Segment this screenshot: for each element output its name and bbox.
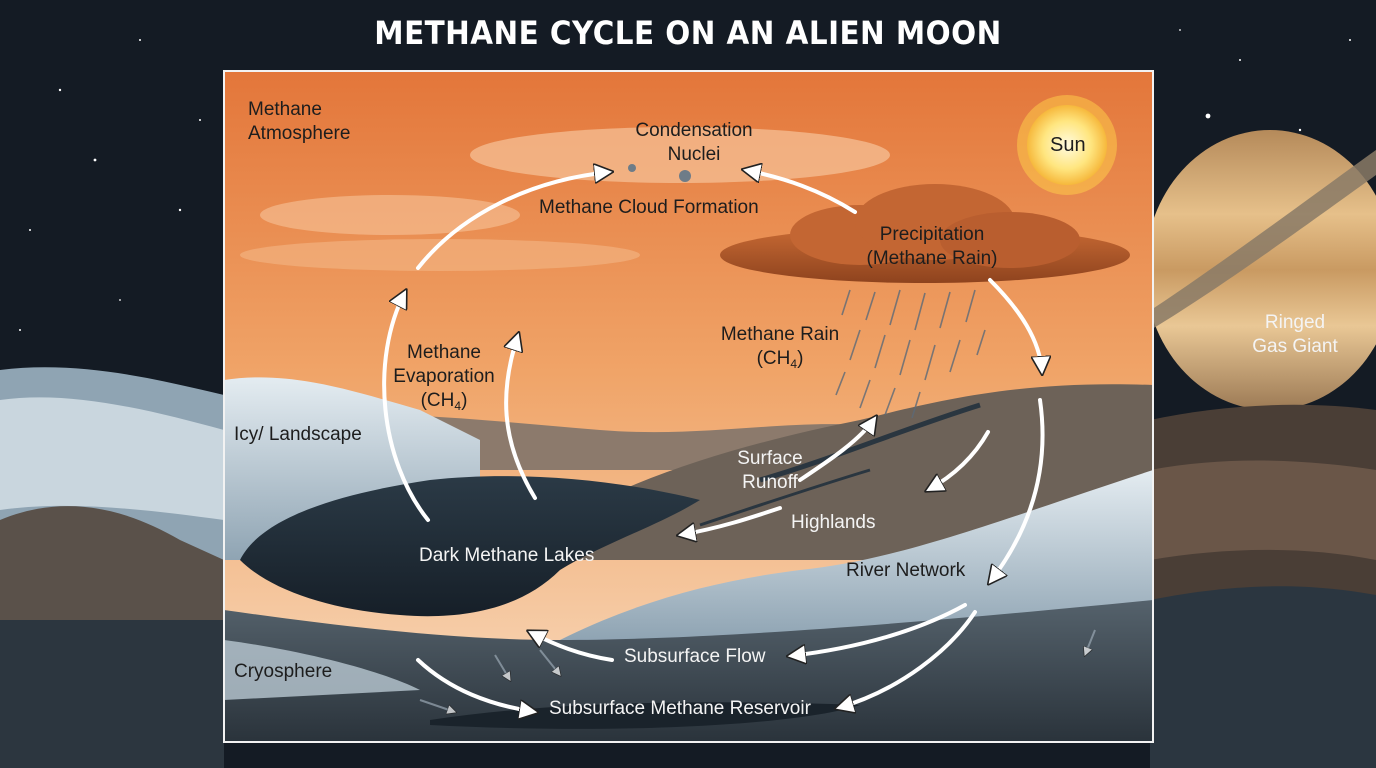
subsurface-flow-right-arrow xyxy=(790,603,967,656)
evaporation-arrow-left xyxy=(382,292,430,522)
runoff-to-highlands-arrow xyxy=(928,430,990,490)
label-subsurface-flow: Subsurface Flow xyxy=(624,646,766,667)
formula-text: ) xyxy=(797,348,804,369)
nucleus-dot xyxy=(628,164,636,172)
label-line: Atmosphere xyxy=(248,123,351,144)
label-icy-landscape: Icy/ Landscape xyxy=(234,424,362,445)
formula-subscript: 4 xyxy=(790,357,798,371)
precipitation-down-arrow xyxy=(988,278,1042,372)
formula: (CH4) xyxy=(700,347,860,372)
evaporation-arrow-inner xyxy=(506,335,537,500)
rain-streaks xyxy=(835,289,986,419)
label-methane-rain: Methane Rain (CH4) xyxy=(700,323,860,372)
label-precipitation: Precipitation (Methane Rain) xyxy=(852,223,1012,271)
outer-terrain xyxy=(0,367,1376,768)
precipitation-cloud xyxy=(720,184,1130,283)
river-network-arrow xyxy=(990,398,1045,582)
diagram-title: METHANE CYCLE ON AN ALIEN MOON xyxy=(374,14,1002,52)
evaporation-to-cloud-arrow xyxy=(416,172,610,270)
surface-runoff-arrow xyxy=(798,418,875,482)
label-sun: Sun xyxy=(1050,134,1086,156)
subsurface-flow-left-arrow xyxy=(530,632,614,662)
label-methane-atmosphere: Methane Atmosphere xyxy=(248,98,350,146)
label-line: (Methane Rain) xyxy=(866,248,998,269)
label-line: Methane Rain xyxy=(720,324,840,345)
label-condensation-nuclei: Condensation Nuclei xyxy=(614,119,774,167)
label-line: Condensation xyxy=(635,120,753,141)
flow-arrows xyxy=(382,170,1045,712)
cloud-to-nuclei-arrow xyxy=(745,170,857,214)
label-surface-runoff: Surface Runoff xyxy=(720,447,820,495)
label-highlands: Highlands xyxy=(791,512,876,533)
label-line: Gas Giant xyxy=(1252,336,1338,357)
label-line: Runoff xyxy=(742,472,798,493)
reservoir-right-arrow xyxy=(838,610,977,708)
label-cryosphere: Cryosphere xyxy=(234,661,333,682)
label-subsurface-reservoir: Subsurface Methane Reservoir xyxy=(549,698,811,719)
formula-text: (CH xyxy=(420,390,455,411)
label-ringed-gas-giant: Ringed Gas Giant xyxy=(1240,311,1350,359)
sun-icon xyxy=(1017,95,1117,195)
label-dark-methane-lakes: Dark Methane Lakes xyxy=(419,545,595,566)
formula-subscript: 4 xyxy=(454,399,462,413)
label-line: Precipitation xyxy=(879,224,985,245)
ringed-gas-giant xyxy=(1120,130,1376,410)
label-river-network: River Network xyxy=(846,560,966,581)
formula-text: (CH xyxy=(756,348,791,369)
label-evaporation: Methane Evaporation (CH4) xyxy=(384,341,504,414)
label-line: Nuclei xyxy=(667,144,721,165)
panel-frame xyxy=(223,70,1154,743)
nucleus-dot xyxy=(679,170,691,182)
label-line: Evaporation xyxy=(393,366,495,387)
label-line: Methane xyxy=(248,99,322,120)
label-line: Methane xyxy=(407,342,481,363)
formula: (CH4) xyxy=(384,389,504,414)
reservoir-left-arrow xyxy=(416,658,535,712)
runoff-to-lake-arrow xyxy=(680,506,782,535)
label-line: Surface xyxy=(737,448,803,469)
label-line: Ringed xyxy=(1264,312,1326,333)
label-cloud-formation: Methane Cloud Formation xyxy=(539,197,759,218)
formula-text: ) xyxy=(461,390,468,411)
faint-seepage-arrows xyxy=(419,629,1096,712)
